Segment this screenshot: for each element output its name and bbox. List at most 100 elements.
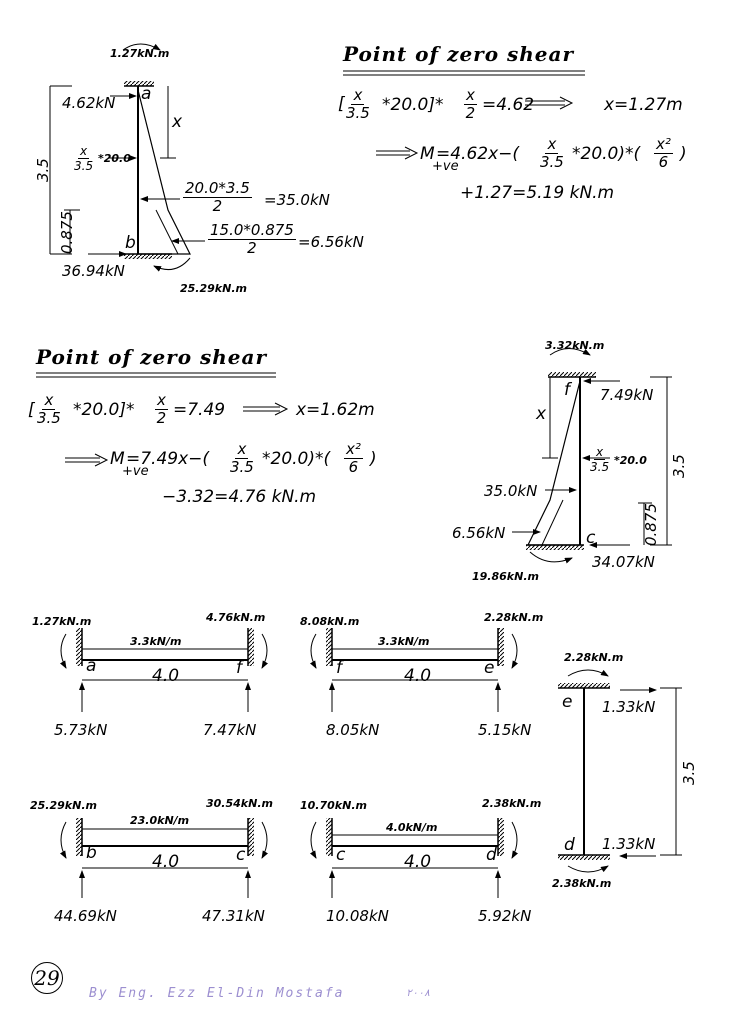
- x-dimension-label-2: x: [536, 404, 547, 424]
- column-ed-top-moment: 2.28kN.m: [564, 651, 624, 664]
- eq1-fraction: x 3.5: [346, 86, 370, 122]
- beam-bc-span: 4.0: [152, 852, 180, 872]
- beam-af-span: 4.0: [152, 666, 180, 686]
- eq2-subscript: +ve: [432, 159, 459, 174]
- eq2-lhs: M: [420, 144, 435, 164]
- beam-cd-right-moment: 2.38kN.m: [482, 797, 542, 810]
- column-ed-bottom-moment: 2.38kN.m: [552, 877, 612, 890]
- eq1b-middle: *20.0]*: [73, 400, 135, 420]
- beam-bc-left-moment: 25.29kN.m: [30, 799, 97, 812]
- eq1-result: x=1.27m: [604, 95, 683, 115]
- beam-fe-span: 4.0: [404, 666, 432, 686]
- beam-cd-load: 4.0kN/m: [386, 821, 438, 834]
- resultant-1-fraction: 20.0*3.5 2: [183, 179, 252, 215]
- beam-cd-right-reaction: 5.92kN: [478, 907, 532, 925]
- beam-cd-point-c: c: [336, 845, 346, 865]
- eq3b: −3.32=4.76 kN.m: [162, 487, 317, 507]
- eq1-middle: *20.0]*: [382, 95, 444, 115]
- beam-af-left-reaction: 5.73kN: [54, 721, 108, 739]
- eq1b-rhs: =7.49: [173, 400, 226, 420]
- eq1b-fraction: x 3.5: [37, 391, 61, 427]
- eq2b-part-b: *20.0)*(: [262, 449, 331, 469]
- column-ab-top-moment: 1.27kN.m: [110, 47, 170, 60]
- beam-bc-diagram: [59, 818, 269, 898]
- eq2b-part-a: =7.49x−(: [126, 449, 210, 469]
- eq1b-result: x=1.62m: [296, 400, 375, 420]
- column-ed-diagram: [558, 669, 682, 873]
- eq2b-subscript: +ve: [122, 464, 149, 479]
- beam-bc-load: 23.0kN/m: [130, 814, 190, 827]
- x-dimension-label: x: [172, 112, 183, 132]
- beam-fe-load: 3.3kN/m: [378, 635, 430, 648]
- eq1b-fraction-2: x 2: [155, 391, 168, 427]
- column-ab-height: 3.5: [34, 158, 52, 182]
- beam-fe-right-reaction: 5.15kN: [478, 721, 532, 739]
- resultant-6-56kN: 6.56kN: [452, 524, 506, 542]
- beam-bc-left-reaction: 44.69kN: [54, 907, 117, 925]
- beam-bc-point-b: b: [86, 843, 97, 863]
- beam-bc-right-moment: 30.54kN.m: [206, 797, 273, 810]
- beam-fe-left-moment: 8.08kN.m: [300, 615, 360, 628]
- column-fc-bottom-moment: 19.86kN.m: [472, 570, 539, 583]
- beam-cd-span: 4.0: [404, 852, 432, 872]
- point-b-label: b: [125, 233, 136, 253]
- column-ed-point-d: d: [564, 835, 575, 855]
- eq1-rhs: =4.62: [482, 95, 535, 115]
- column-fc-top-reaction: 7.49kN: [600, 386, 654, 404]
- beam-cd-left-moment: 10.70kN.m: [300, 799, 367, 812]
- column-ab-top-reaction: 4.62kN: [62, 94, 116, 112]
- beam-fe-diagram: [309, 628, 519, 712]
- load-intensity-fraction: x 3.5: [74, 144, 94, 173]
- load-intensity-tail: *20.0: [98, 152, 131, 165]
- eq1b-open-bracket: [: [28, 400, 35, 420]
- eq1-fraction-2: x 2: [464, 86, 477, 122]
- point-f-label: f: [564, 380, 570, 400]
- resultant-1-value: =35.0kN: [264, 191, 330, 209]
- column-fc-top-moment: 3.32kN.m: [545, 339, 605, 352]
- eq2b-lhs: M: [110, 449, 125, 469]
- beam-af-right-moment: 4.76kN.m: [206, 611, 266, 624]
- implies-arrows: [65, 96, 574, 467]
- beam-fe-right-moment: 2.28kN.m: [484, 611, 544, 624]
- beam-af-left-moment: 1.27kN.m: [32, 615, 92, 628]
- beam-cd-left-reaction: 10.08kN: [326, 907, 389, 925]
- eq2b-fraction-2: x² 6: [344, 440, 363, 476]
- column-fc-height-part: 0.875: [642, 503, 660, 546]
- resultant-35kN: 35.0kN: [484, 482, 538, 500]
- beam-cd-diagram: [309, 818, 519, 898]
- column-ed-top-reaction: 1.33kN: [602, 698, 656, 716]
- column-ab-diagram: [49, 43, 205, 272]
- column-fc-diagram: [512, 348, 672, 564]
- eq2-fraction-2: x² 6: [654, 135, 673, 171]
- page-number: 29: [31, 962, 63, 994]
- beam-bc-right-reaction: 47.31kN: [202, 907, 265, 925]
- author-credit: By Eng. Ezz El-Din Mostafa: [89, 986, 345, 1001]
- eq1-open-bracket: [: [338, 94, 345, 114]
- eq2-part-c: ): [680, 144, 687, 164]
- resultant-2-fraction: 15.0*0.875 2: [208, 221, 296, 257]
- column-ab-height-part: 0.875: [58, 211, 76, 254]
- beam-fe-left-reaction: 8.05kN: [326, 721, 380, 739]
- column-ab-bottom-reaction: 36.94kN: [62, 262, 125, 280]
- eq2-part-a: =4.62x−(: [436, 144, 520, 164]
- column-fc-height: 3.5: [670, 454, 688, 478]
- column-ed-height: 3.5: [680, 761, 698, 785]
- column-fc-bottom-reaction: 34.07kN: [592, 553, 655, 571]
- beam-af-point-f: f: [236, 658, 242, 678]
- eq2-part-b: *20.0)*(: [572, 144, 641, 164]
- beam-cd-point-d: d: [486, 845, 497, 865]
- beam-af-diagram: [59, 628, 269, 712]
- load-intensity-tail-2: *20.0: [614, 454, 647, 467]
- eq2-fraction: x 3.5: [540, 135, 564, 171]
- beam-fe-point-f: f: [336, 658, 342, 678]
- eq3: +1.27=5.19 kN.m: [460, 183, 615, 203]
- zero-shear-heading-1: Point of zero shear: [343, 42, 575, 66]
- beam-af-load: 3.3kN/m: [130, 635, 182, 648]
- column-ed-bottom-reaction: 1.33kN: [602, 835, 656, 853]
- resultant-2-value: =6.56kN: [298, 233, 364, 251]
- beam-bc-point-c: c: [236, 845, 246, 865]
- beam-fe-point-e: e: [484, 658, 495, 678]
- column-ed-point-e: e: [562, 692, 573, 712]
